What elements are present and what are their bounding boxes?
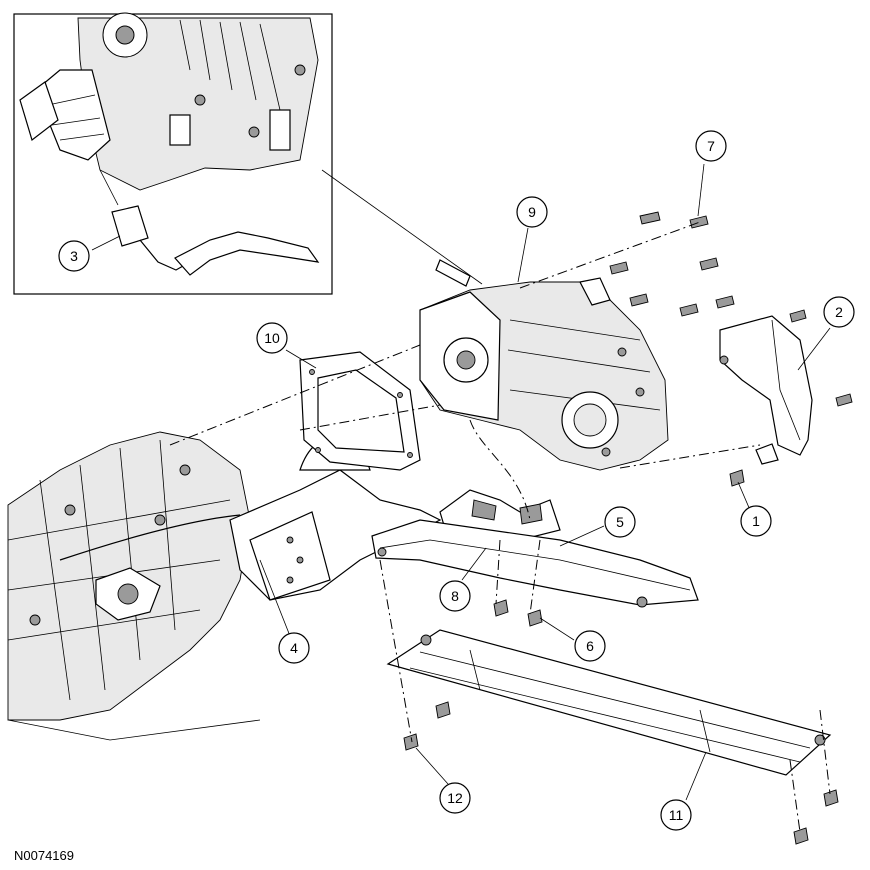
- callout-10: 10: [256, 322, 288, 354]
- bolts-part-7: [609, 211, 853, 407]
- skid-plate-part-11: [386, 629, 832, 776]
- callout-3-label: 3: [70, 248, 78, 264]
- callout-leaders: [91, 163, 831, 801]
- callout-12: 12: [439, 782, 471, 814]
- callout-6: 6: [574, 630, 606, 662]
- callout-4-label: 4: [290, 640, 298, 656]
- callout-9: 9: [516, 196, 548, 228]
- callout-2: 2: [823, 296, 855, 328]
- nut-part-1: [729, 469, 745, 487]
- inset-leader-line: [321, 169, 483, 285]
- callout-9-label: 9: [528, 204, 536, 220]
- callout-1: 1: [740, 505, 772, 537]
- figure-id: N0074169: [14, 848, 74, 863]
- gasket-part-10: [299, 351, 421, 471]
- callout-2-label: 2: [835, 304, 843, 320]
- callout-3: 3: [58, 240, 90, 272]
- callout-5-label: 5: [616, 514, 624, 530]
- callout-11: 11: [660, 799, 692, 831]
- callout-7-label: 7: [707, 138, 715, 154]
- callout-8-label: 8: [451, 588, 459, 604]
- callout-7: 7: [695, 130, 727, 162]
- callout-8: 8: [439, 580, 471, 612]
- shield-part-2: [719, 315, 813, 465]
- callout-12-label: 12: [447, 790, 463, 806]
- alignment-lines: [169, 221, 831, 833]
- callout-4: 4: [278, 632, 310, 664]
- callout-6-label: 6: [586, 638, 594, 654]
- callout-1-label: 1: [752, 513, 760, 529]
- callout-11-label: 11: [669, 807, 684, 823]
- callout-5: 5: [604, 506, 636, 538]
- inset-detail-view: [13, 12, 333, 295]
- crossmember-part-5: [371, 519, 699, 608]
- nuts-part-6: [493, 599, 543, 627]
- transmission-assembly: [7, 431, 261, 741]
- transfer-case-part-9: [419, 259, 669, 471]
- callout-10-label: 10: [264, 330, 280, 346]
- bolts-part-12: [403, 701, 839, 845]
